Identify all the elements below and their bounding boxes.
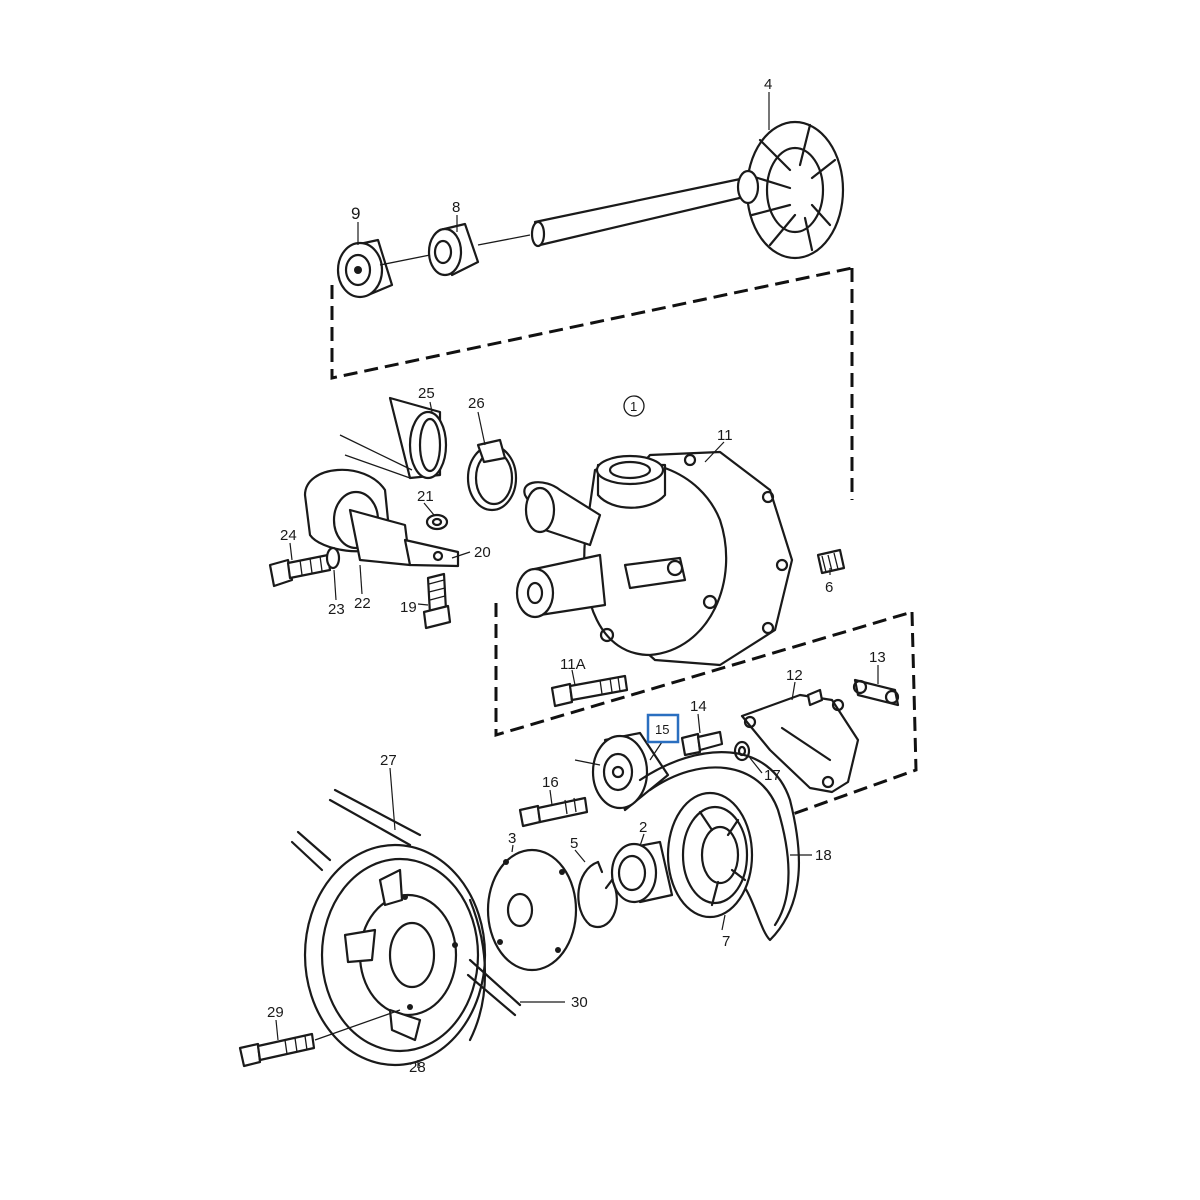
washer-17 <box>733 740 751 762</box>
label-part-25: 25 <box>418 385 435 402</box>
label-part-11a: 11A <box>560 656 586 673</box>
seal <box>427 222 480 277</box>
assembly-bracket-upper <box>330 266 854 500</box>
label-part-4: 4 <box>764 76 772 93</box>
label-part-3: 3 <box>508 830 516 847</box>
label-part-30: 30 <box>571 994 588 1011</box>
washer-21 <box>425 513 449 531</box>
label-part-1: 1 <box>630 399 637 414</box>
crank-pulley-28 <box>290 788 487 1067</box>
circlip-5 <box>577 860 618 928</box>
label-part-29: 29 <box>267 1004 284 1021</box>
part-labels: 4 9 8 25 26 1 11 21 20 24 23 22 19 6 11A… <box>267 76 886 1076</box>
bolt-19 <box>422 572 452 630</box>
label-part-28: 28 <box>409 1059 426 1076</box>
label-part-5: 5 <box>570 835 578 852</box>
label-part-26: 26 <box>468 395 485 412</box>
hose-clamp <box>466 438 518 512</box>
label-part-21: 21 <box>417 488 434 505</box>
leader-lines <box>275 92 879 1068</box>
washer-23 <box>325 546 341 570</box>
impeller-shaft <box>530 120 845 260</box>
label-part-17: 17 <box>764 767 781 784</box>
label-part-6: 6 <box>825 579 833 596</box>
bolt-29 <box>238 1009 401 1068</box>
label-part-11: 11 <box>717 427 733 444</box>
highlight-box-part-15 <box>646 713 680 744</box>
tensioner-pulley <box>574 731 670 812</box>
hose-bracket <box>303 468 460 568</box>
bolt-11a <box>550 674 629 708</box>
label-part-23: 23 <box>328 601 345 618</box>
bolt-14 <box>680 730 724 757</box>
label-part-22: 22 <box>354 595 371 612</box>
tensioner-bracket <box>740 688 860 794</box>
belt-30 <box>466 958 522 1017</box>
belt-18 <box>638 751 801 942</box>
pump-housing <box>515 450 794 667</box>
plug-6 <box>816 548 846 575</box>
hub-flange-3 <box>486 848 578 972</box>
label-part-13: 13 <box>869 649 886 666</box>
label-part-15: 15 <box>655 722 669 737</box>
label-part-1-ring <box>623 395 645 417</box>
label-part-20: 20 <box>474 544 491 561</box>
bolt-16 <box>518 796 589 828</box>
shaft-axis-line <box>379 234 531 266</box>
label-part-16: 16 <box>542 774 559 791</box>
pump-pulley <box>666 791 754 919</box>
label-part-12: 12 <box>786 667 803 684</box>
bearing-2 <box>610 840 674 904</box>
link-plate-13 <box>852 678 900 707</box>
label-part-7: 7 <box>722 933 730 950</box>
bearing <box>336 238 394 299</box>
label-part-8: 8 <box>452 199 460 216</box>
label-part-27: 27 <box>380 752 397 769</box>
assembly-bracket-lower <box>494 603 918 817</box>
label-part-9: 9 <box>351 204 360 223</box>
label-part-19: 19 <box>400 599 417 616</box>
label-part-2: 2 <box>639 819 647 836</box>
label-part-24: 24 <box>280 527 297 544</box>
hose <box>339 396 448 480</box>
bolt-24 <box>268 553 332 588</box>
label-part-14: 14 <box>690 698 707 715</box>
label-part-18: 18 <box>815 847 832 864</box>
